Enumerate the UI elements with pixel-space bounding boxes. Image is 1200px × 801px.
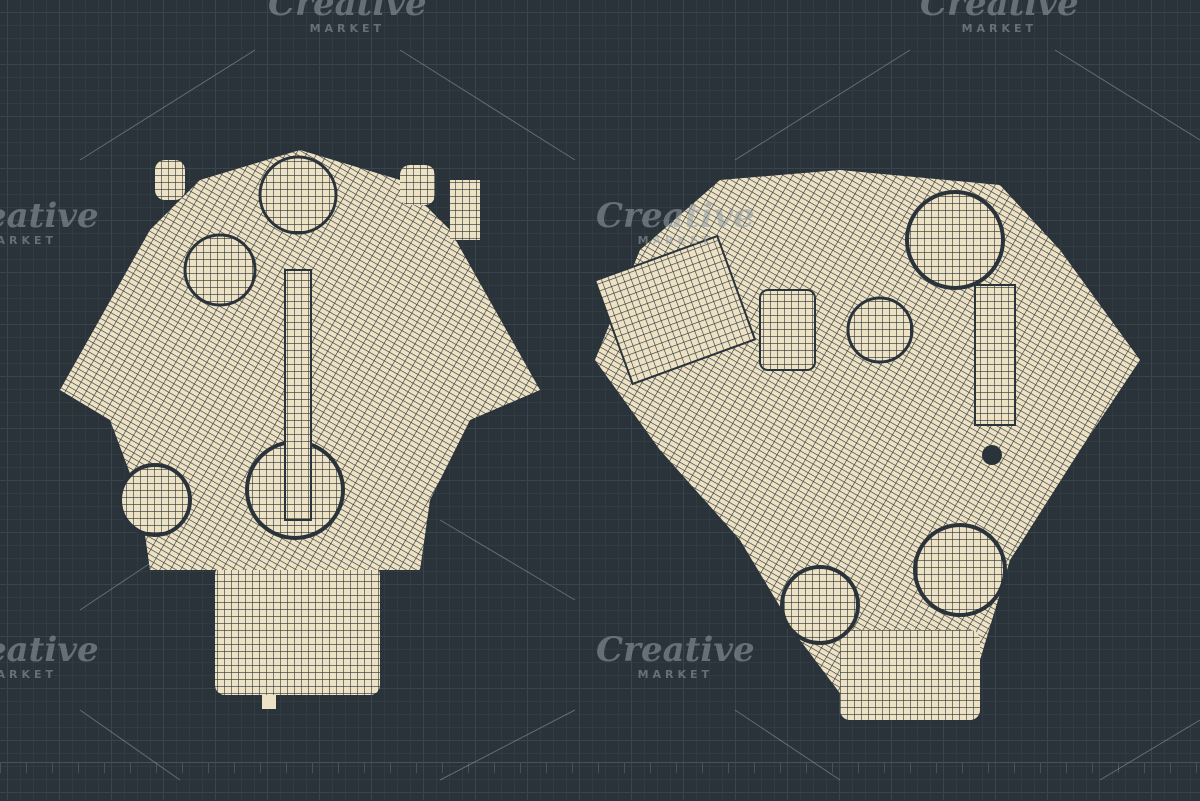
engine-three-quarter-view	[593, 170, 1140, 720]
ruler-strip	[0, 762, 1200, 801]
engine-front-view	[60, 150, 540, 709]
